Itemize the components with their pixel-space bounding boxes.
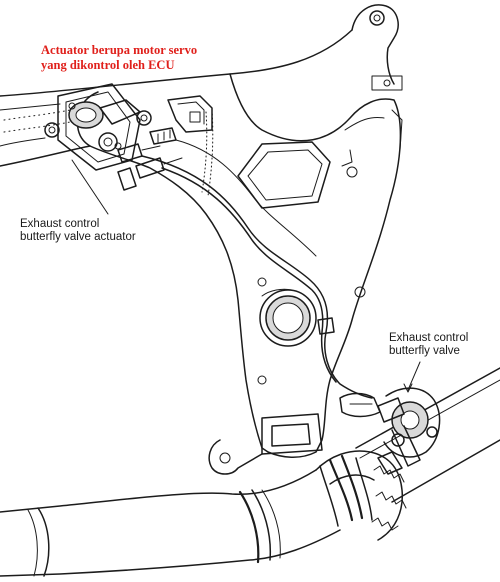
down-pipe — [0, 469, 341, 577]
actuator-body — [44, 83, 152, 171]
exhaust-collector — [315, 450, 407, 541]
plate-cutout-hex — [237, 141, 331, 209]
actuator-label-line-2: butterfly valve actuator — [20, 231, 136, 243]
control-cables — [141, 139, 373, 399]
valve-label-line-2: butterfly valve — [389, 345, 460, 357]
actuator-label-line-1: Exhaust control — [20, 218, 100, 230]
leader-lines — [71, 159, 421, 393]
top-mount-lug — [351, 4, 403, 91]
actuator-label: Exhaust control butterfly valve actuator — [20, 218, 136, 244]
valve-label: Exhaust control butterfly valve — [389, 332, 468, 358]
lower-bracket — [208, 413, 323, 475]
actuator-annotation: Actuator berupa motor servo yang dikontr… — [40, 43, 202, 74]
cable-bracket — [167, 95, 213, 133]
frame-spar — [0, 29, 353, 167]
plate-holes — [257, 166, 366, 385]
annotation-line-1: Actuator berupa motor servo — [41, 43, 198, 57]
exhaust-pipe — [355, 367, 500, 503]
valve-label-line-1: Exhaust control — [389, 332, 469, 344]
hanger-plate — [76, 73, 403, 458]
butterfly-valve — [339, 387, 441, 467]
annotation-line-2: yang dikontrol oleh ECU — [41, 58, 175, 72]
pivot-boss — [259, 288, 317, 347]
